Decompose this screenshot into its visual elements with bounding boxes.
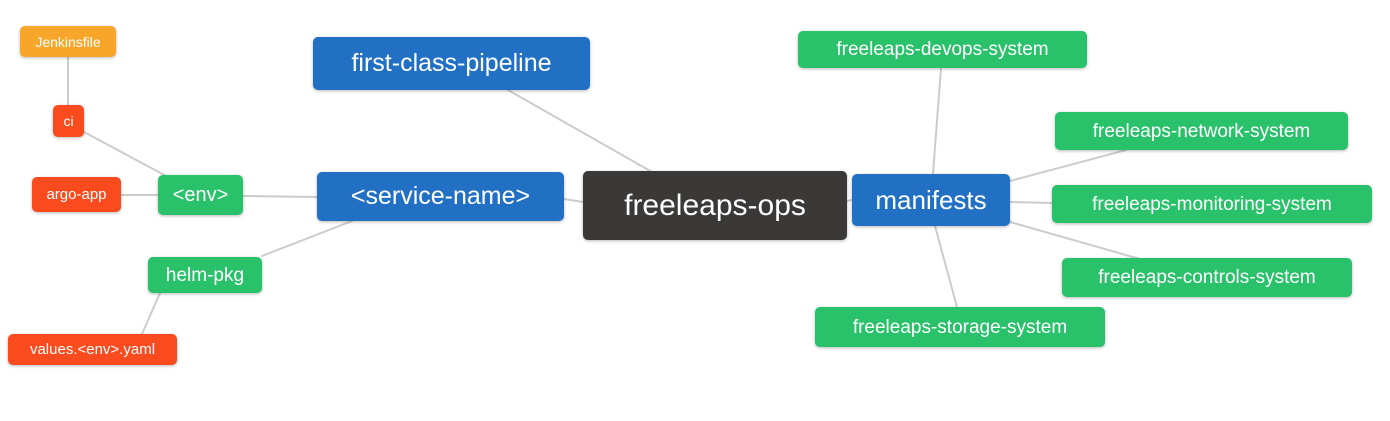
node-label: manifests xyxy=(875,185,987,215)
node-first-class-pipeline[interactable]: first-class-pipeline xyxy=(313,37,590,90)
node-values-env-yaml[interactable]: values.<env>.yaml xyxy=(8,334,177,365)
node-label: freeleaps-storage-system xyxy=(852,316,1068,338)
node-label: freeleaps-controls-system xyxy=(1098,267,1316,288)
node-env[interactable]: <env> xyxy=(158,175,243,215)
node-ci[interactable]: ci xyxy=(53,105,84,137)
node-helm-pkg[interactable]: helm-pkg xyxy=(148,257,262,293)
node-label: values.<env>.yaml xyxy=(29,341,156,358)
node-jenkinsfile[interactable]: Jenkinsfile xyxy=(20,26,116,57)
node-manifests[interactable]: manifests xyxy=(852,174,1010,226)
node-label: freeleaps-devops-system xyxy=(836,39,1049,60)
node-label: <service-name> xyxy=(350,182,531,210)
node-label: freeleaps-monitoring-system xyxy=(1092,193,1332,215)
node-label: first-class-pipeline xyxy=(351,49,552,77)
node-label: <env> xyxy=(172,184,229,206)
node-service-name[interactable]: <service-name> xyxy=(317,172,564,221)
node-argo-app[interactable]: argo-app xyxy=(32,177,121,212)
node-label: freeleaps-network-system xyxy=(1092,120,1311,142)
node-freeleaps-monitoring-system[interactable]: freeleaps-monitoring-system xyxy=(1052,185,1372,223)
node-label: helm-pkg xyxy=(165,264,245,286)
node-label: ci xyxy=(63,113,74,129)
node-label: Jenkinsfile xyxy=(35,33,101,50)
node-label: argo-app xyxy=(46,186,107,203)
node-label: freeleaps-ops xyxy=(624,188,806,222)
node-freeleaps-storage-system[interactable]: freeleaps-storage-system xyxy=(815,307,1105,347)
node-freeleaps-network-system[interactable]: freeleaps-network-system xyxy=(1055,112,1348,150)
node-freeleaps-controls-system[interactable]: freeleaps-controls-system xyxy=(1062,258,1352,297)
node-freeleaps-devops-system[interactable]: freeleaps-devops-system xyxy=(798,31,1087,68)
node-freeleaps-ops[interactable]: freeleaps-ops xyxy=(583,171,847,240)
